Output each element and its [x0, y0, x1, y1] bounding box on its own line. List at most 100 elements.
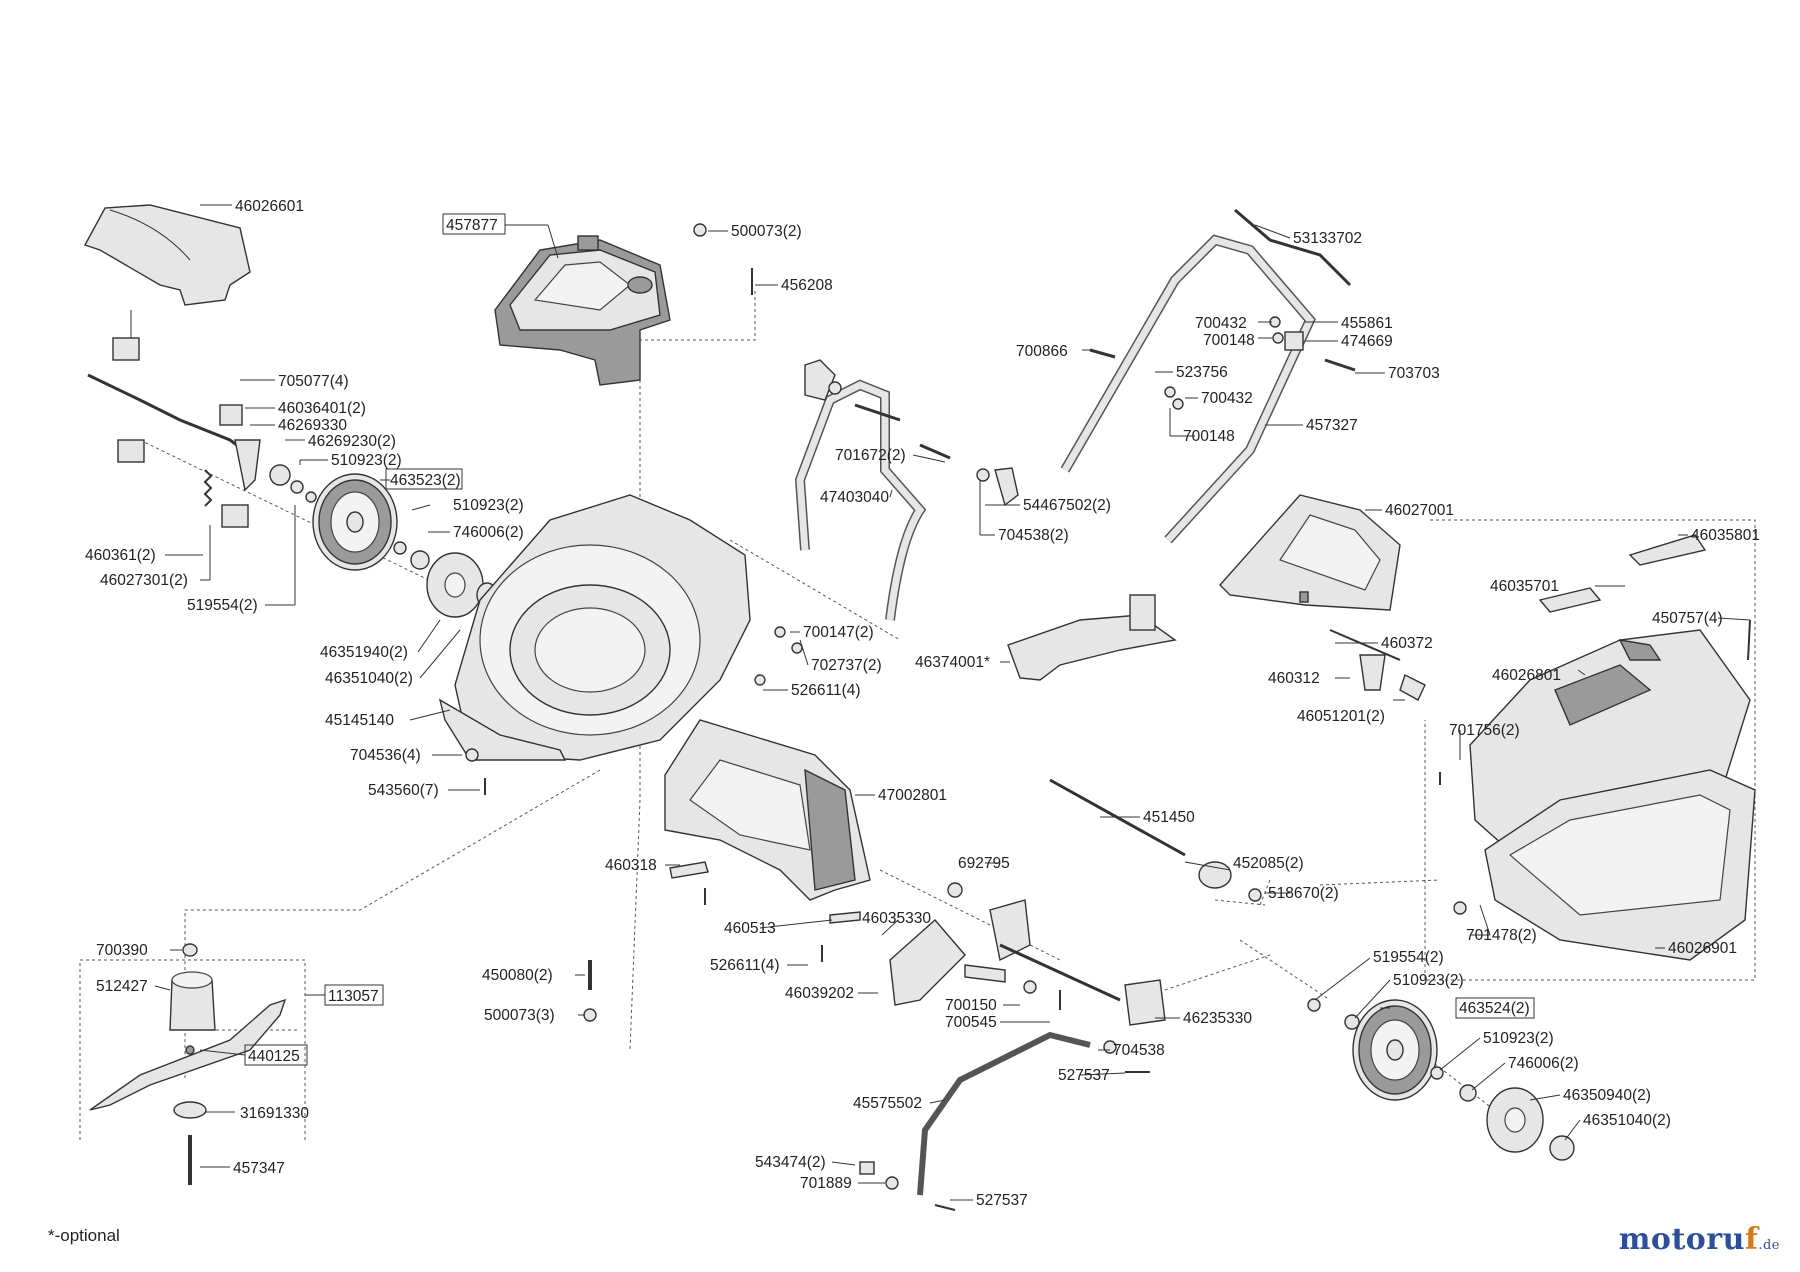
label-460372: 460372: [1381, 635, 1433, 652]
label-700390: 700390: [96, 942, 148, 959]
label-46036401-2: 46036401(2): [278, 400, 366, 417]
label-523756: 523756: [1176, 364, 1228, 381]
front-left-wheel-shape: [312, 473, 398, 571]
label-47403040: 47403040: [820, 489, 889, 506]
blade-assembly-shape: [89, 943, 287, 1185]
label-46350940-2: 46350940(2): [1563, 1087, 1651, 1104]
label-46374001: 46374001*: [915, 654, 990, 671]
label-47002801: 47002801: [878, 787, 947, 804]
label-45575502: 45575502: [853, 1095, 922, 1112]
boxed-label-frames: [244, 213, 1535, 1066]
brand-name: motoru: [1618, 1222, 1745, 1257]
label-510923-2-a: 510923(2): [331, 452, 402, 469]
label-701756-2: 701756(2): [1449, 722, 1520, 739]
label-46351040-2-b: 46351040(2): [1583, 1112, 1671, 1129]
label-31691330: 31691330: [240, 1105, 309, 1122]
label-700432-b: 700432: [1201, 390, 1253, 407]
label-500073-2: 500073(2): [731, 223, 802, 240]
label-474669: 474669: [1341, 333, 1393, 350]
label-457327: 457327: [1306, 417, 1358, 434]
label-463524-2: 463524(2): [1459, 1000, 1530, 1017]
label-527537-b: 527537: [976, 1192, 1028, 1209]
label-512427: 512427: [96, 978, 148, 995]
label-46269230-2: 46269230(2): [308, 433, 396, 450]
part-drawings: [83, 204, 1756, 1211]
label-705077-4: 705077(4): [278, 373, 349, 390]
brand-logo: motoruf.de: [1619, 1222, 1780, 1257]
grass-bag-shape: [1469, 629, 1756, 961]
label-500073-3: 500073(3): [484, 1007, 555, 1024]
label-46035801: 46035801: [1691, 527, 1760, 544]
label-543560-7: 543560(7): [368, 782, 439, 799]
label-455861: 455861: [1341, 315, 1393, 332]
label-526611-4-b: 526611(4): [710, 957, 780, 974]
rear-flap-shape: [83, 204, 251, 306]
optional-footnote: *-optional: [48, 1226, 120, 1245]
mower-deck-shape: [438, 494, 751, 761]
bag-lid-shape: [1219, 494, 1401, 611]
label-700148-b: 700148: [1183, 428, 1235, 445]
label-46035701: 46035701: [1490, 578, 1559, 595]
label-457877: 457877: [446, 217, 498, 234]
label-46027301-2: 46027301(2): [100, 572, 188, 589]
label-113057: 113057: [328, 988, 379, 1005]
label-704538: 704538: [1113, 1042, 1165, 1059]
label-746006-2-a: 746006(2): [453, 524, 524, 541]
label-701478-2: 701478(2): [1466, 927, 1537, 944]
label-526611-4-a: 526611(4): [791, 682, 861, 699]
label-510923-2-d: 510923(2): [1483, 1030, 1554, 1047]
label-54467502-2: 54467502(2): [1023, 497, 1111, 514]
label-46026801: 46026801: [1492, 667, 1561, 684]
label-46039202: 46039202: [785, 985, 854, 1002]
label-46026601: 46026601: [235, 198, 304, 215]
label-543474-2: 543474(2): [755, 1154, 826, 1171]
label-700148-a: 700148: [1203, 332, 1255, 349]
label-519554-2-a: 519554(2): [187, 597, 258, 614]
flap-clip-shape: [112, 337, 140, 361]
label-450757-4: 450757(4): [1652, 610, 1723, 627]
brand-accent: f: [1744, 1222, 1759, 1257]
label-457347: 457347: [233, 1160, 285, 1177]
height-adjust-lever-shape: [917, 1031, 1091, 1196]
label-46235330: 46235330: [1183, 1010, 1252, 1027]
label-456208: 456208: [781, 277, 833, 294]
label-463523-2: 463523(2): [390, 472, 461, 489]
label-703703: 703703: [1388, 365, 1440, 382]
label-46035330: 46035330: [862, 910, 931, 927]
label-510923-2-b: 510923(2): [453, 497, 524, 514]
label-46269330: 46269330: [278, 417, 347, 434]
rear-chute-housing-shape: [664, 719, 871, 901]
label-451450: 451450: [1143, 809, 1195, 826]
part-number-labels: 46026601 457877 500073(2) 456208 5313370…: [85, 198, 1760, 1209]
label-460361-2: 460361(2): [85, 547, 156, 564]
label-46351040-2-a: 46351040(2): [325, 670, 413, 687]
label-46026901: 46026901: [1668, 940, 1737, 957]
engine-shape: [494, 235, 671, 386]
label-450080-2: 450080(2): [482, 967, 553, 984]
label-518670-2: 518670(2): [1268, 885, 1339, 902]
label-519554-2-b: 519554(2): [1373, 949, 1444, 966]
upper-handle-shape: [1060, 234, 1316, 544]
label-460312: 460312: [1268, 670, 1320, 687]
leader-lines: [154, 204, 1751, 1201]
brand-suffix: .de: [1758, 1238, 1780, 1253]
label-746006-2-b: 746006(2): [1508, 1055, 1579, 1072]
label-45145140: 45145140: [325, 712, 394, 729]
label-460318: 460318: [605, 857, 657, 874]
label-701672-2: 701672(2): [835, 447, 906, 464]
mulch-insert-shape: [1007, 614, 1177, 681]
label-452085-2: 452085(2): [1233, 855, 1304, 872]
label-46027001: 46027001: [1385, 502, 1454, 519]
label-527537-a: 527537: [1058, 1067, 1110, 1084]
rear-right-wheel-shape: [1352, 999, 1438, 1101]
label-440125: 440125: [248, 1048, 300, 1065]
label-700866: 700866: [1016, 343, 1068, 360]
label-46351940-2: 46351940(2): [320, 644, 408, 661]
label-700432-a: 700432: [1195, 315, 1247, 332]
label-692795: 692795: [958, 855, 1010, 872]
label-700147-2: 700147(2): [803, 624, 874, 641]
label-704536-4: 704536(4): [350, 747, 421, 764]
label-700545: 700545: [945, 1014, 997, 1031]
label-460513: 460513: [724, 920, 776, 937]
